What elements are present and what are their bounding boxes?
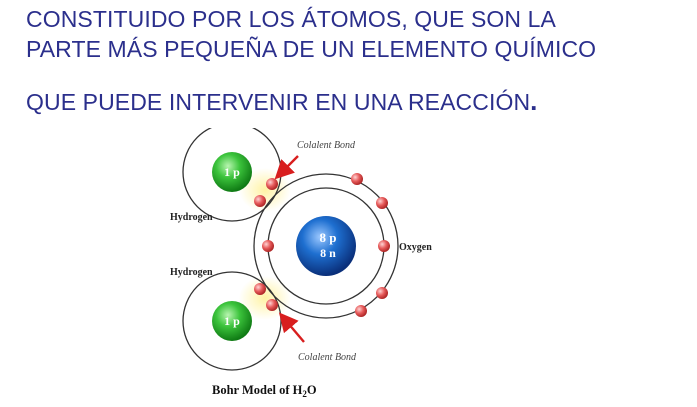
caption-subscript: 2 (302, 389, 307, 399)
electron (254, 283, 266, 295)
title-line-3-text: QUE PUEDE INTERVENIR EN UNA REACCIÓN (26, 89, 531, 115)
bond-arrow-top (274, 155, 299, 180)
hydrogen-bottom-nucleus (212, 301, 252, 341)
bond-arrow-bottom (278, 312, 305, 343)
label-hydrogen-top: Hydrogen (170, 212, 213, 223)
hydrogen-bottom-nucleus-label: 1 p (224, 314, 240, 328)
electron (376, 287, 388, 299)
electron (254, 195, 266, 207)
oxygen-nucleus (296, 216, 356, 276)
caption-end: O (307, 383, 317, 397)
oxygen-nucleus-neutrons: 8 n (320, 246, 336, 260)
electron (378, 240, 390, 252)
label-hydrogen-bottom: Hydrogen (170, 267, 213, 278)
electron (376, 197, 388, 209)
title-line-3: QUE PUEDE INTERVENIR EN UNA REACCIÓN. (26, 86, 537, 117)
label-oxygen: Oxygen (399, 242, 432, 253)
bond-glow-bottom (239, 276, 291, 320)
diagram-caption: Bohr Model of H2O (212, 383, 317, 399)
electron (351, 173, 363, 185)
hydrogen-top-nucleus (212, 152, 252, 192)
bond-label-top: Colalent Bond (297, 140, 356, 151)
electron (262, 240, 274, 252)
oxygen-outer-orbit (253, 173, 399, 319)
hydrogen-top-nucleus-label: 1 p (224, 165, 240, 179)
title-line-3-period: . (530, 86, 538, 116)
electron (266, 178, 278, 190)
electron (355, 305, 367, 317)
bohr-model-diagram: 1 p 1 p 8 p 8 n Colalent Bond Colalent B… (170, 128, 432, 399)
caption-main: Bohr Model of H (212, 383, 303, 397)
oxygen-nucleus-protons: 8 p (320, 230, 337, 245)
electron (266, 299, 278, 311)
title-line-1: CONSTITUIDO POR LOS ÁTOMOS, QUE SON LA (26, 6, 556, 32)
bond-label-bottom: Colalent Bond (298, 352, 357, 363)
title-line-2: PARTE MÁS PEQUEÑA DE UN ELEMENTO QUÍMICO (26, 36, 597, 62)
